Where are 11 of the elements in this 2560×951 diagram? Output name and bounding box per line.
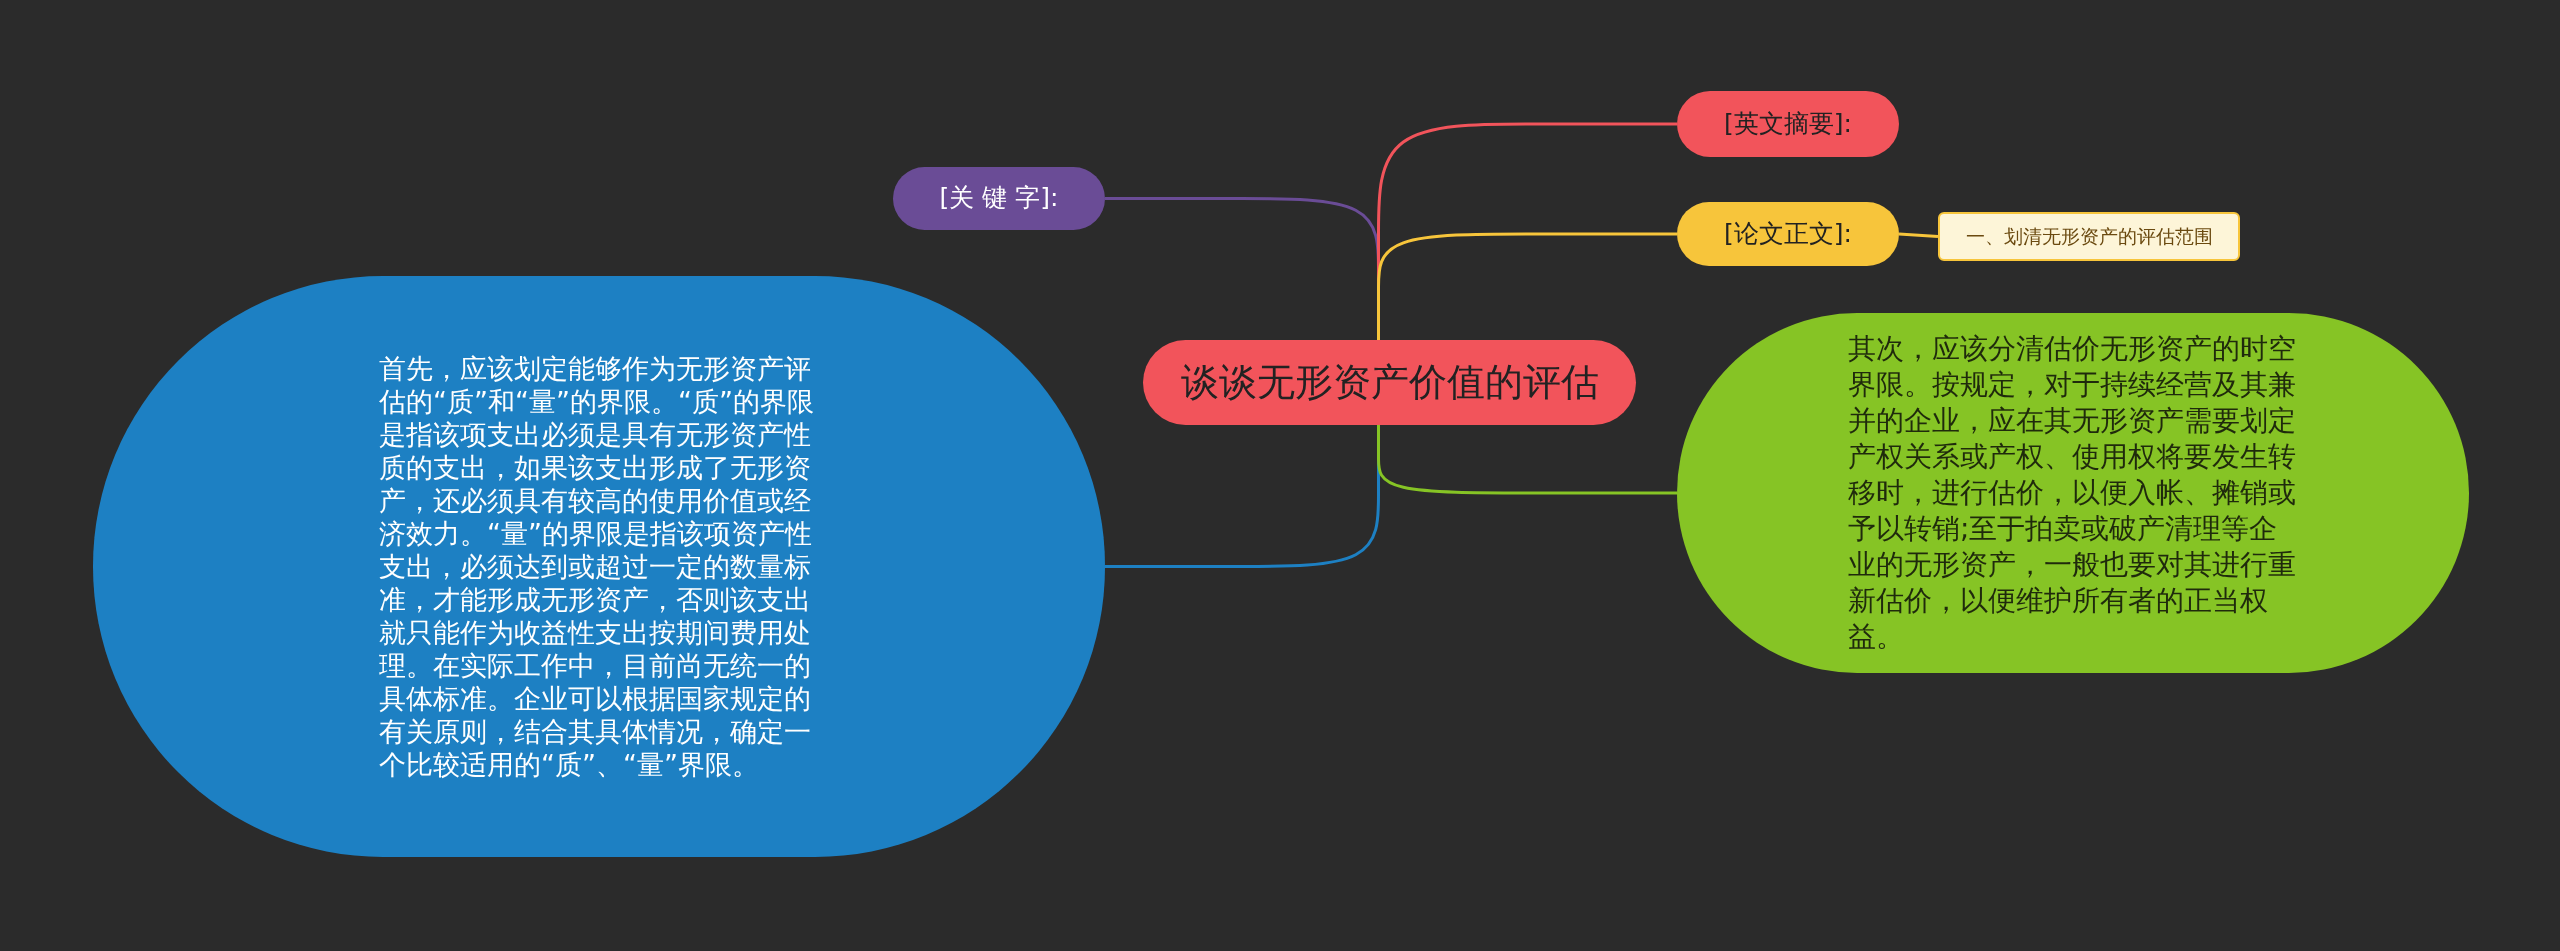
connector-line [1377,425,1677,495]
topic-text: 一、划清无形资产的评估范围 [1965,224,2213,249]
topic-text: [论文正文]: [1724,217,1852,250]
topic-text: 首先，应该划定能够作为无形资产评估的“质”和“量”的界限。“质”的界限是指该项支出必须是具有无形资产性质的支出，如果该支出形成了无形资产，还必须具有较高的使用价值或经济效力。“量”的界限是指该项资产性支出，必须达到或超过一定的数量标准，才能形成无形资产，否则该支出就只能作为收益性支出按期间费用处理。在实际工作中，目前尚无统一的具体标准。企业可以根据国家规定的有关原则，结合其具体情况，确定一个比较适用的“质”、“量”界限。 [379,352,815,781]
topic-text: [关 键 字]: [939,182,1059,215]
connector-line [1377,232,1677,340]
topic-text: 其次，应该分清估价无形资产的时空界限。按规定，对于持续经营及其兼并的企业，应在其无形资产需要划定产权关系或产权、使用权将要发生转移时，进行估价，以便入帐、摊销或予以转销;至于拍卖或破产清理等企业的无形资产，一般也要对其进行重新估价，以便维护所有者的正当权益。 [1848,331,2297,655]
connector-line [1898,232,1939,238]
topic-text: 谈谈无形资产价值的评估 [1180,358,1599,406]
subtopic-box [1938,212,2240,261]
topic-text: [英文摘要]: [1724,107,1852,140]
